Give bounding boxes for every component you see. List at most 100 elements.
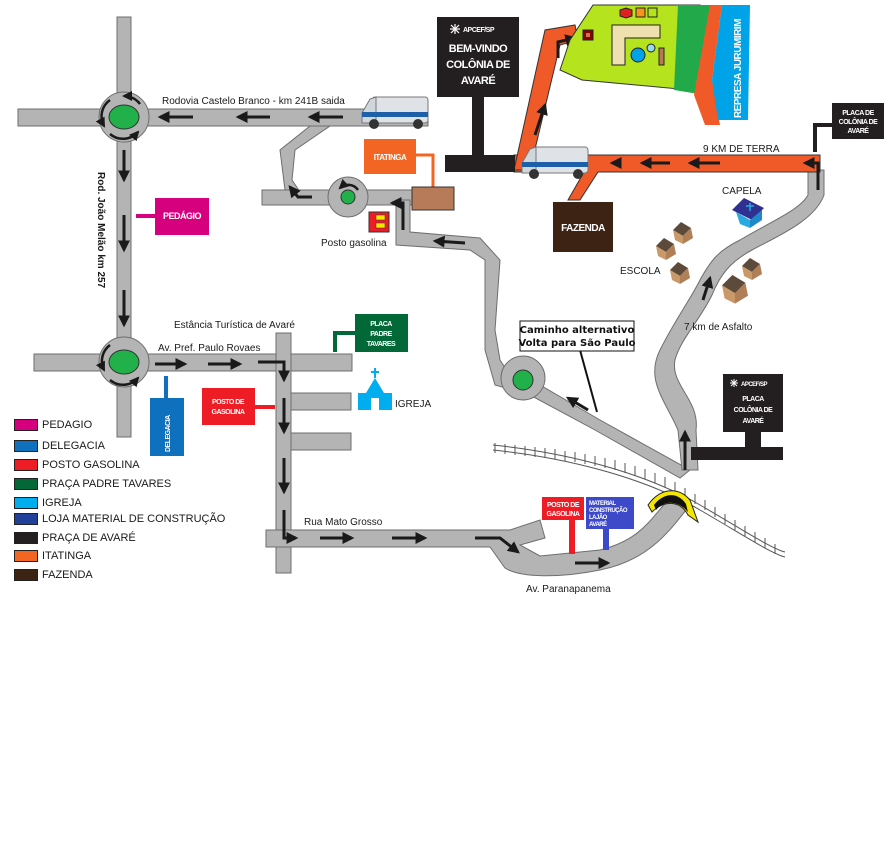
welcome-line: AVARÉ [461,74,496,87]
arrow [258,360,290,383]
material-construcao-sign [586,497,634,529]
road-stub-2 [290,432,352,451]
sign-line: AVARÉ [848,126,870,135]
arrow [475,536,520,554]
welcome-sign: APCEF/SP BEM-VINDO COLÔNIA DE AVARÉ [437,17,519,172]
legend-label: PRAÇA PADRE TAVARES [42,478,172,490]
road-label-castelo-branco: Rodovia Castelo Branco - km 241B saida [162,96,345,107]
itatinga-sign: ITATINGA [364,139,435,187]
itatinga-panel [364,139,416,174]
arrow [556,34,578,58]
legend-label: POSTO GASOLINA [42,459,140,471]
house-icon [742,258,762,280]
legend-swatch [14,419,38,431]
sign-line: GASOLINA [547,511,580,518]
road-label-joao-melao: Rod. João Melão km 257 [95,172,106,289]
road-label-paulo-rovaes: Av. Pref. Paulo Rovaes [158,343,260,354]
callout-line: Volta para São Paulo [518,338,635,349]
van-icon [521,146,589,179]
legend-item: FAZENDA [14,568,93,582]
sign-line: LAJÃO [589,514,608,521]
sign-line: AVARÉ [743,416,765,425]
legend-swatch [14,569,38,581]
welcome-line: BEM-VINDO [449,43,508,55]
legend-item: LOJA MATERIAL DE CONSTRUÇÃO [14,512,225,526]
roundabout-arrows [95,91,360,388]
direction-arrows [118,111,714,569]
roundabout-center [108,349,140,375]
roundabout-center [512,369,534,391]
legend-swatch [14,459,38,471]
sign-post [472,95,484,157]
represa-water [712,5,750,120]
legend-swatch [14,513,38,525]
capela-label: CAPELA [722,186,762,197]
sign-line: COLÔNIA DE [839,117,879,126]
arrow [389,197,405,230]
legend-item: PRAÇA PADRE TAVARES [14,477,171,491]
delegacia-sign [150,398,184,456]
posto-sign-paranapanema [542,497,584,520]
house-icon [722,275,748,304]
sign-post [745,430,761,450]
chapel-icon [732,198,764,228]
bridge-icon [647,490,700,524]
church-icon [358,368,392,410]
legend-item: ITATINGA [14,549,91,563]
van-icon [361,96,429,129]
legend-swatch [14,532,38,544]
sign-line: PLACA DE [842,110,874,117]
road-label-mato-grosso: Rua Mato Grosso [304,517,383,528]
sign-line: POSTO DE [212,399,245,406]
legend-item: IGREJA [14,496,82,510]
sign-post [333,331,355,352]
pedagio-label: PEDÁGIO [163,211,202,221]
igreja-label: IGREJA [395,399,431,410]
arrow [802,157,820,190]
road-asfalto [654,169,825,471]
legend-label: LOJA MATERIAL DE CONSTRUÇÃO [42,513,226,525]
represa-label: REPRESA JURUMIRIM [733,19,744,118]
legend-swatch [14,497,38,509]
legend-label: PEDAGIO [42,419,93,431]
pedagio-sign [155,198,209,235]
callout-pointer [579,349,598,413]
arrow [432,235,466,248]
road-label-asfalto: 7 km de Asfalto [684,322,753,333]
gas-station-icon [368,211,390,233]
kiosk [658,47,665,66]
sign-line: POSTO DE [547,502,580,509]
legend-item: POSTO GASOLINA [14,458,140,472]
road-stub-1 [290,392,352,411]
legend-item: PRAÇA DE AVARÉ [14,531,136,545]
arrow [282,510,299,544]
welcome-sign-panel [437,17,519,97]
resort-area: REPRESA JURUMIRIM [559,4,750,125]
arrow [701,275,714,301]
delegacia-label: DELEGACIA [165,415,172,452]
sign-line: PADRE [370,331,392,338]
apcef-logo-text: APCEF/SP [741,382,768,388]
red-building [619,7,633,19]
sign-line: TAVARES [367,341,396,348]
road-label-paranapanema: Av. Paranapanema [526,584,611,595]
sign-post [813,123,832,152]
legend-swatch [14,550,38,562]
legend-label: DELEGACIA [42,440,105,452]
apcef-logo-text: APCEF/SP [463,27,495,34]
sign-line: PLACA [742,396,764,403]
sign-base [445,155,515,172]
legend-label: FAZENDA [42,569,93,581]
sign-post [603,526,609,550]
roundabout-center [108,104,140,130]
placa-padre-tavares-sign [355,314,408,352]
legend-label: ITATINGA [42,550,92,562]
roundabout-center [340,189,356,205]
arrow [288,185,312,199]
main-building [611,24,661,66]
posto-sign-city [202,388,255,425]
sign-line: COLÔNIA DE [734,405,774,414]
escola-label: ESCOLA [620,266,661,277]
road-paulo-rovaes [33,353,353,372]
